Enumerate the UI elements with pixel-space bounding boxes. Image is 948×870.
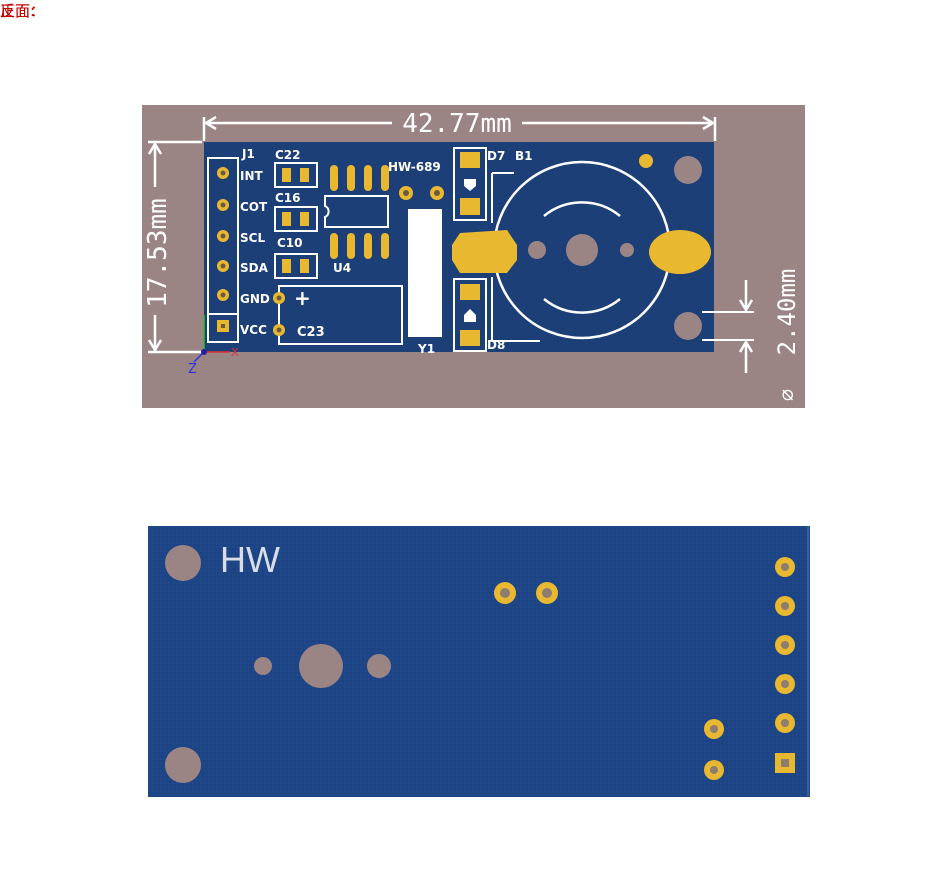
c16-pad — [300, 212, 309, 226]
c10-pad — [300, 259, 309, 273]
j1-label: J1 — [241, 147, 255, 161]
c16-label: C16 — [275, 191, 301, 205]
battery-center-hole — [299, 644, 343, 688]
mounting-hole — [165, 747, 201, 783]
c23-capacitor — [273, 285, 403, 345]
width-dimension: 42.77mm — [202, 109, 717, 141]
header-pins — [775, 557, 795, 773]
d8-diode — [453, 278, 487, 352]
u4-chip — [324, 165, 389, 259]
front-view-image: 42.77mm 17.53mm J1 INT COT SCL SDA GND V… — [142, 105, 805, 408]
y1-crystal — [408, 209, 442, 337]
pin-label-vcc: VCC — [240, 323, 267, 337]
height-dimension-label: 17.53mm — [143, 198, 173, 308]
fiducial-dot — [639, 154, 653, 168]
d7-diode — [453, 147, 487, 221]
c22-pad — [300, 168, 309, 182]
c23-plus-mark: + — [294, 286, 311, 310]
axis-x-label: X — [231, 346, 239, 359]
c16-pad — [282, 212, 291, 226]
pin-label-gnd: GND — [240, 292, 270, 306]
width-dimension-label: 42.77mm — [402, 109, 512, 139]
crystal-pads — [494, 582, 558, 604]
back-view-image: HW — [148, 526, 810, 797]
d7-label: D7 — [487, 149, 505, 163]
b1-battery-holder — [452, 160, 711, 342]
pin-label-int: INT — [240, 169, 264, 183]
c22-label: C22 — [275, 148, 301, 162]
j1-connector — [207, 157, 239, 343]
hole-diameter-label: 2.40mm — [773, 269, 801, 356]
back-heading: 反面: — [0, 2, 36, 20]
mounting-hole — [674, 312, 702, 340]
axis-indicator — [193, 315, 230, 363]
mounting-hole — [674, 156, 702, 184]
mounting-hole — [165, 545, 201, 581]
c23-label: C23 — [297, 325, 325, 340]
model-label: HW-689 — [388, 160, 441, 174]
height-dimension: 17.53mm — [143, 140, 202, 354]
battery-side-hole — [254, 657, 272, 675]
b1-label: B1 — [515, 149, 533, 163]
hole-diameter-dimension: 2.40mm ⌀ — [702, 269, 801, 401]
diameter-symbol: ⌀ — [775, 389, 799, 401]
c22-pad — [282, 168, 291, 182]
capacitor-pads — [704, 719, 724, 780]
battery-side-hole — [367, 654, 391, 678]
axis-z-label: Z — [188, 362, 197, 377]
back-silkscreen-label: HW — [220, 539, 280, 580]
u4-label: U4 — [333, 261, 351, 275]
c10-pad — [282, 259, 291, 273]
front-heading: 正面： — [0, 2, 46, 20]
pin-label-cot: COT — [240, 200, 268, 214]
pin-label-scl: SCL — [240, 231, 265, 245]
y1-label: Y1 — [417, 342, 435, 356]
pin-label-sda: SDA — [240, 261, 269, 275]
c10-label: C10 — [277, 236, 303, 250]
